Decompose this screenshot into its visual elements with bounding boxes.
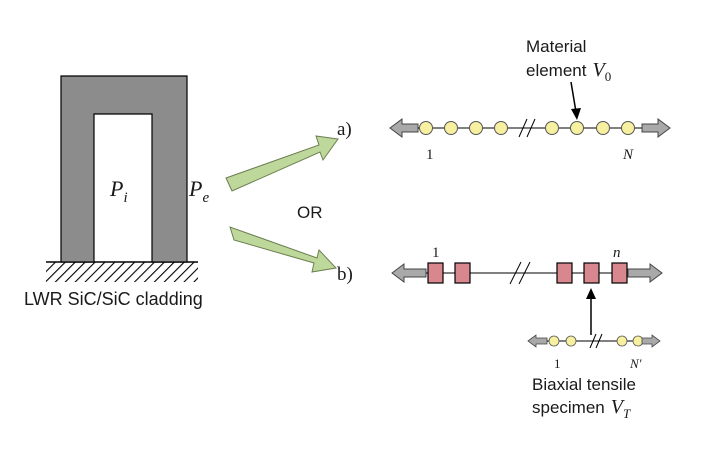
chain-a-label: a) xyxy=(337,119,352,140)
material-element xyxy=(469,121,483,135)
chain-b-label: b) xyxy=(337,264,353,285)
material-element xyxy=(494,121,508,135)
cladding-figure: Pi Pe LWR SiC/SiC cladding xyxy=(24,75,209,309)
material-element xyxy=(616,335,628,347)
ground-hatch xyxy=(46,262,198,282)
left-pull-arrow xyxy=(527,334,548,348)
chain-b-last-index: n xyxy=(613,245,621,261)
specimen-inset-chain: 1 N' xyxy=(527,333,661,371)
material-element xyxy=(596,121,610,135)
left-pull-arrow xyxy=(389,118,419,138)
inset-first-index: 1 xyxy=(554,356,561,371)
material-element xyxy=(545,121,559,135)
right-pull-arrow xyxy=(627,263,663,283)
cladding-caption: LWR SiC/SiC cladding xyxy=(24,289,203,309)
specimen-label-line1: Biaxial tensile xyxy=(532,375,636,394)
material-element-pointer-arrow xyxy=(570,81,581,120)
material-element xyxy=(621,121,635,135)
material-element xyxy=(632,335,644,347)
green-arrow-to-a xyxy=(225,135,339,192)
cladding-tube-wall xyxy=(60,75,188,263)
material-element xyxy=(565,335,577,347)
inset-last-index: N' xyxy=(629,356,642,371)
chain-b-break xyxy=(509,261,531,285)
chain-a-break xyxy=(518,118,536,138)
green-arrow-to-b xyxy=(229,226,338,273)
chain-b-first-index: 1 xyxy=(432,245,440,261)
specimen-block xyxy=(611,262,628,284)
left-pull-arrow xyxy=(391,263,427,283)
inner-pressure-label: Pi xyxy=(109,176,128,206)
specimen-block xyxy=(454,262,471,284)
chain-a-last-index: N xyxy=(622,147,634,163)
material-element xyxy=(548,335,560,347)
chain-a-first-index: 1 xyxy=(426,147,434,163)
or-label: OR xyxy=(297,203,323,222)
material-element-label-line1: Material xyxy=(526,37,586,56)
inset-chain-break xyxy=(589,333,603,349)
right-pull-arrow xyxy=(641,334,661,348)
specimen-block xyxy=(583,262,600,284)
specimen-block xyxy=(556,262,573,284)
specimen-pointer-arrow xyxy=(586,288,596,335)
material-element xyxy=(444,121,458,135)
material-element xyxy=(570,121,584,135)
material-element xyxy=(419,121,433,135)
outer-pressure-label: Pe xyxy=(188,176,209,206)
chain-b: b) 1 n xyxy=(337,245,663,421)
right-pull-arrow xyxy=(641,118,671,138)
specimen-block xyxy=(427,262,444,284)
